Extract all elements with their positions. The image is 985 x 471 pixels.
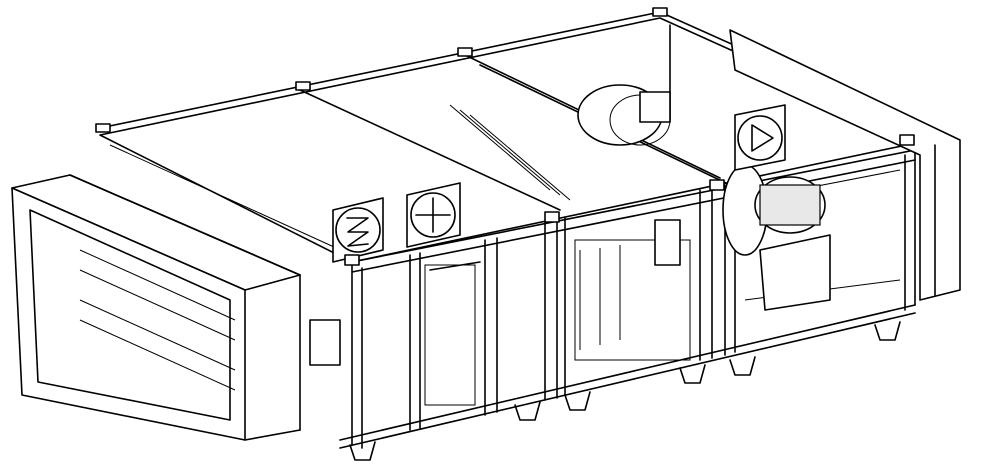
- fan-symbol: [734, 104, 786, 171]
- damper-actuator: [309, 319, 341, 366]
- support-feet: [349, 321, 901, 461]
- lifting-lugs: [95, 7, 915, 266]
- inlet-duct-damper: [11, 174, 341, 441]
- zigzag-circle-icon: [335, 207, 381, 253]
- unit-casing: [99, 11, 936, 449]
- play-triangle-circle-icon: [737, 115, 783, 161]
- outlet-duct: [729, 29, 961, 301]
- plus-circle-icon: [410, 192, 456, 238]
- fan-control-box: [654, 219, 681, 266]
- cooler-symbol: [406, 182, 461, 248]
- fan-assemblies: [577, 84, 831, 311]
- heater-symbol: [332, 197, 384, 263]
